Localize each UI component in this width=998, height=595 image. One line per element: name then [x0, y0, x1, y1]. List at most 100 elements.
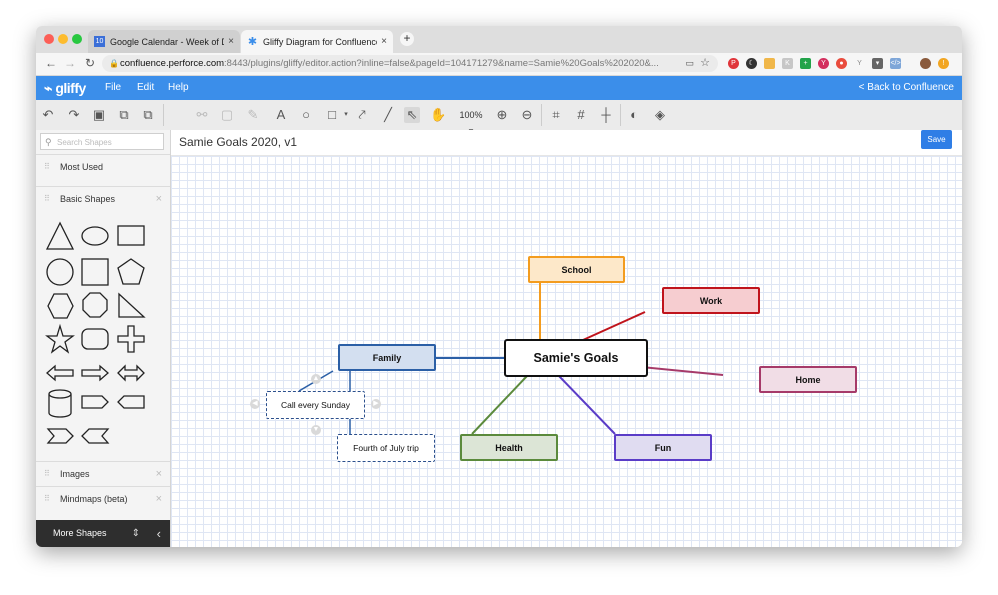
rectangle-tool-icon[interactable]: □ [328, 107, 336, 122]
right-arrow-shape[interactable] [81, 364, 109, 382]
dark-mode-extension-icon[interactable]: ☾ [746, 58, 757, 69]
node-health[interactable]: Health [460, 434, 558, 461]
redo-icon[interactable]: ↷ [68, 107, 80, 122]
forward-arrow-icon[interactable]: → [64, 56, 76, 70]
diagram-canvas[interactable]: School Work Home Fun Health Family Samie… [171, 156, 962, 547]
connector-health[interactable] [471, 375, 528, 435]
undo-icon[interactable]: ↶ [42, 107, 54, 122]
format-painter-icon[interactable]: ✎ [247, 107, 259, 122]
maximize-window-button[interactable] [72, 34, 82, 44]
tab-gliffy[interactable]: ✱ Gliffy Diagram for Confluence × [241, 30, 393, 53]
drag-handle-icon[interactable]: ⠿ [44, 469, 50, 478]
section-mindmaps[interactable]: ⠿ Mindmaps (beta) × [36, 486, 170, 510]
docs-extension-icon[interactable] [764, 58, 775, 69]
k-extension-icon[interactable]: K [782, 58, 793, 69]
left-pentagon-arrow-shape[interactable] [117, 395, 145, 409]
pentagon-arrow-shape[interactable] [81, 395, 109, 409]
back-arrow-icon[interactable]: ← [45, 56, 57, 70]
node-family[interactable]: Family [338, 344, 436, 371]
node-school[interactable]: School [528, 256, 625, 283]
node-call-every-sunday[interactable]: Call every Sunday [266, 391, 365, 419]
layers-icon[interactable]: ◈ [655, 107, 665, 122]
code-extension-icon[interactable]: </> [890, 58, 901, 69]
update-notice-icon[interactable]: ! [938, 58, 949, 69]
pinterest-extension-icon[interactable]: P [728, 58, 739, 69]
grid-icon[interactable]: # [577, 107, 585, 122]
hand-tool-icon[interactable]: ✋ [430, 107, 447, 122]
rounded-rectangle-shape[interactable] [81, 328, 109, 350]
shield-extension-icon[interactable]: ▾ [872, 58, 883, 69]
node-center-samies-goals[interactable]: Samie's Goals [504, 339, 648, 377]
node-fourth-of-july-trip[interactable]: Fourth of July trip [337, 434, 435, 462]
section-most-used[interactable]: ⠿ Most Used [36, 154, 170, 178]
node-fun[interactable]: Fun [614, 434, 712, 461]
zoom-in-icon[interactable]: ⊕ [496, 107, 508, 122]
theme-palette-icon[interactable]: ◐ [630, 107, 638, 122]
drag-handle-icon[interactable]: ⠿ [44, 494, 50, 503]
tab-google-calendar[interactable]: 10 Google Calendar - Week of Dec × [88, 30, 240, 53]
section-basic-shapes[interactable]: ⠿ Basic Shapes × [36, 186, 170, 210]
cross-shape[interactable] [117, 325, 145, 353]
collapse-all-icon[interactable]: ⇕ [131, 528, 140, 539]
comment-icon[interactable]: ▢ [220, 107, 234, 122]
close-icon[interactable]: × [155, 468, 162, 480]
bookmark-star-icon[interactable]: ☆ [700, 57, 710, 69]
collapse-sidebar-icon[interactable]: ‹ [156, 526, 161, 541]
profile-avatar[interactable] [920, 58, 931, 69]
reload-icon[interactable]: ↻ [84, 56, 96, 70]
copy-icon[interactable]: ⧉ [119, 107, 129, 122]
cylinder-shape[interactable] [48, 389, 72, 418]
back-to-confluence-link[interactable]: < Back to Confluence [858, 82, 954, 93]
pentagon-shape[interactable] [117, 258, 145, 285]
node-home[interactable]: Home [759, 366, 857, 393]
pointer-tool-icon[interactable]: ⇖ [404, 107, 420, 123]
rectangle-shape[interactable] [117, 225, 145, 246]
close-tab-icon[interactable]: × [228, 36, 234, 47]
left-arrow-shape[interactable] [46, 364, 74, 382]
url-input[interactable]: 🔒 confluence.perforce.com:8443/plugins/g… [102, 55, 718, 72]
ellipse-shape[interactable] [81, 226, 109, 246]
circle-shape[interactable] [46, 258, 74, 286]
add-node-down-icon[interactable]: ▼ [311, 425, 321, 435]
connector-work[interactable] [582, 311, 646, 341]
add-node-up-icon[interactable]: ▲ [311, 374, 321, 384]
connector-tool-icon[interactable]: ⤤ [358, 107, 366, 122]
snap-to-grid-icon[interactable]: ⌗ [552, 107, 560, 122]
close-window-button[interactable] [44, 34, 54, 44]
right-triangle-shape[interactable] [118, 292, 146, 318]
double-arrow-shape[interactable] [117, 364, 145, 382]
zoom-out-icon[interactable]: ⊖ [521, 107, 533, 122]
cocktail-extension-icon[interactable]: Y [854, 58, 865, 69]
text-tool-icon[interactable]: A [276, 107, 286, 122]
triangle-shape[interactable] [45, 221, 75, 250]
y-extension-icon[interactable]: Y [818, 58, 829, 69]
square-shape[interactable] [81, 258, 109, 286]
chevron-down-icon[interactable]: ▾ [344, 111, 348, 118]
ellipse-tool-icon[interactable]: ○ [302, 107, 310, 122]
document-title[interactable]: Samie Goals 2020, v1 [179, 135, 298, 149]
new-tab-button[interactable]: + [400, 32, 414, 46]
record-extension-icon[interactable]: ● [836, 58, 847, 69]
save-button[interactable]: Save [921, 130, 952, 149]
close-icon[interactable]: × [155, 193, 162, 205]
guides-icon[interactable]: ┼ [601, 107, 611, 122]
chevron-left-shape[interactable] [81, 428, 110, 444]
menu-help[interactable]: Help [168, 82, 189, 93]
octagon-shape[interactable] [82, 292, 108, 318]
drag-handle-icon[interactable]: ⠿ [44, 162, 50, 171]
add-node-left-icon[interactable]: ◀ [250, 399, 260, 409]
save-file-icon[interactable]: ▣ [92, 107, 106, 122]
line-tool-icon[interactable]: ╱ [384, 107, 392, 122]
drag-handle-icon[interactable]: ⠿ [44, 194, 50, 203]
minimize-window-button[interactable] [58, 34, 68, 44]
close-icon[interactable]: × [155, 493, 162, 505]
more-shapes-button[interactable]: More Shapes ⇕ ‹ [36, 520, 170, 547]
section-images[interactable]: ⠿ Images × [36, 461, 170, 485]
search-shapes-input[interactable]: ⚲ Search Shapes [40, 133, 164, 150]
menu-file[interactable]: File [105, 82, 122, 93]
link-icon[interactable]: ⚯ [196, 107, 208, 122]
menu-edit[interactable]: Edit [137, 82, 155, 93]
close-tab-icon[interactable]: × [381, 36, 387, 47]
hexagon-shape[interactable] [47, 293, 74, 319]
paste-icon[interactable]: ⧉ [143, 107, 153, 122]
